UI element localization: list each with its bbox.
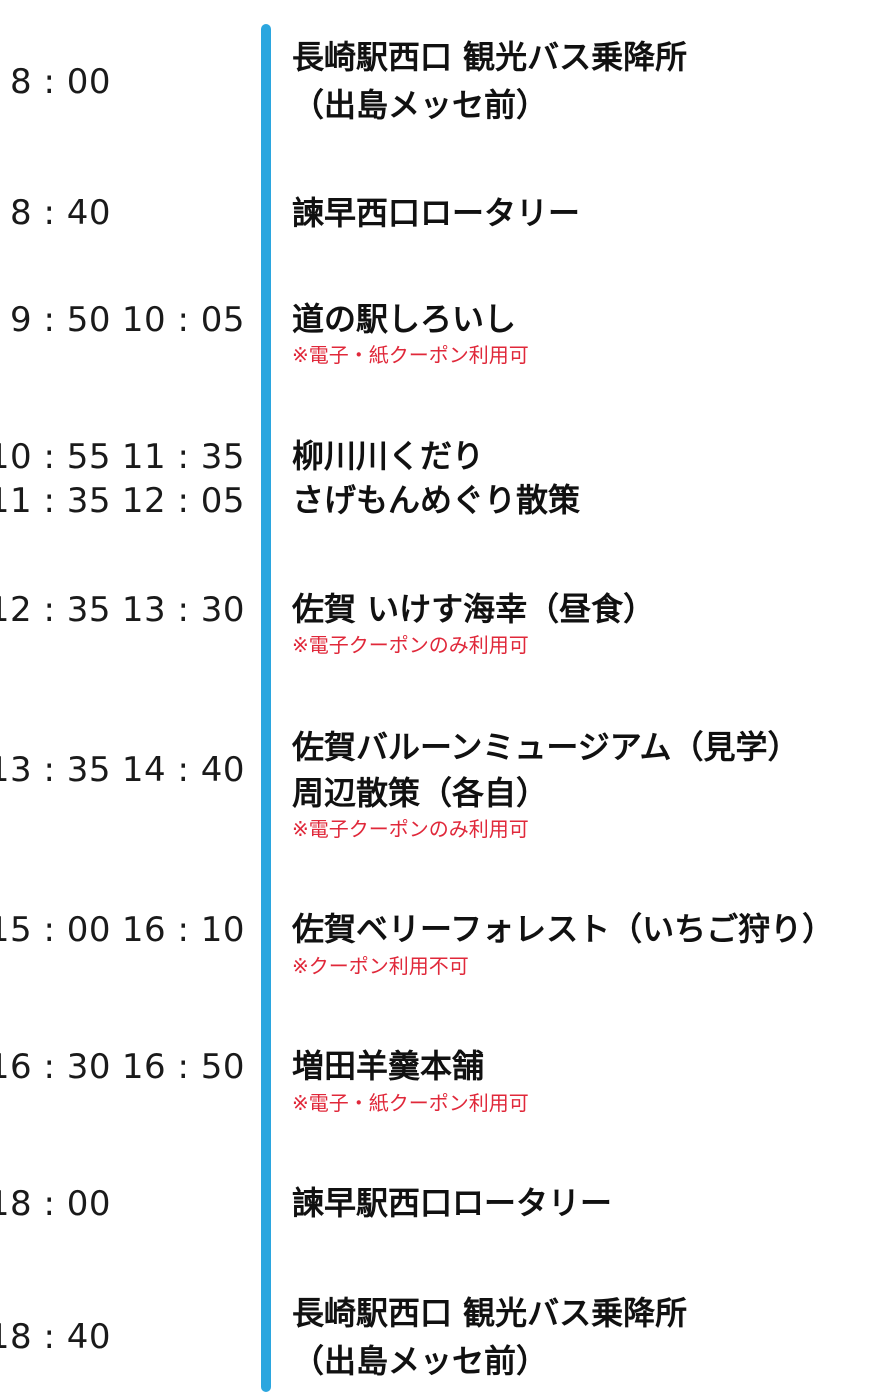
depart-time: 16 : 10 — [121, 910, 245, 950]
coupon-note: ※電子クーポンのみ利用可 — [292, 817, 529, 841]
coupon-note: ※電子・紙クーポン利用可 — [292, 1091, 529, 1115]
arrive-time: 18 : 40 — [0, 1317, 111, 1357]
coupon-note: ※電子クーポンのみ利用可 — [292, 633, 529, 657]
timeline-line — [261, 24, 271, 1392]
coupon-note: ※電子・紙クーポン利用可 — [292, 343, 529, 367]
arrive-time: 12 : 35 — [0, 590, 111, 630]
place-name-sub: 周辺散策（各自） — [292, 774, 549, 812]
arrive-time: 13 : 35 — [0, 750, 111, 790]
place-name: 佐賀ベリーフォレスト（いちご狩り） — [292, 910, 835, 948]
coupon-note: ※クーポン利用不可 — [292, 954, 469, 978]
place-name: 柳川川くだり — [292, 437, 485, 475]
arrive-time: 9 : 50 — [10, 300, 111, 340]
depart-time: 13 : 30 — [121, 590, 245, 630]
arrive-time: 15 : 00 — [0, 910, 111, 950]
depart-time: 12 : 05 — [121, 481, 245, 521]
place-name-sub: （出島メッセ前） — [292, 1342, 549, 1380]
place-name: 佐賀 いけす海幸（昼食） — [292, 590, 656, 628]
depart-time: 10 : 05 — [121, 300, 245, 340]
arrive-time: 11 : 35 — [0, 481, 111, 521]
place-name-sub: （出島メッセ前） — [292, 86, 549, 124]
place-name: 諫早西口ロータリー — [292, 194, 581, 232]
place-name: さげもんめぐり散策 — [292, 481, 581, 519]
depart-time: 11 : 35 — [121, 437, 245, 477]
depart-time: 14 : 40 — [121, 750, 245, 790]
arrive-time: 10 : 55 — [0, 437, 111, 477]
arrive-time: 8 : 00 — [10, 62, 111, 102]
place-name: 長崎駅西口 観光バス乗降所 — [292, 1294, 688, 1332]
depart-time: 16 : 50 — [121, 1047, 245, 1087]
arrive-time: 18 : 00 — [0, 1184, 111, 1224]
place-name: 増田羊羹本舗 — [292, 1047, 485, 1085]
place-name: 長崎駅西口 観光バス乗降所 — [292, 38, 688, 76]
place-name: 諫早駅西口ロータリー — [292, 1184, 613, 1222]
place-name: 道の駅しろいし — [292, 300, 517, 338]
arrive-time: 8 : 40 — [10, 193, 111, 233]
place-name: 佐賀バルーンミュージアム（見学） — [292, 728, 800, 766]
arrive-time: 16 : 30 — [0, 1047, 111, 1087]
